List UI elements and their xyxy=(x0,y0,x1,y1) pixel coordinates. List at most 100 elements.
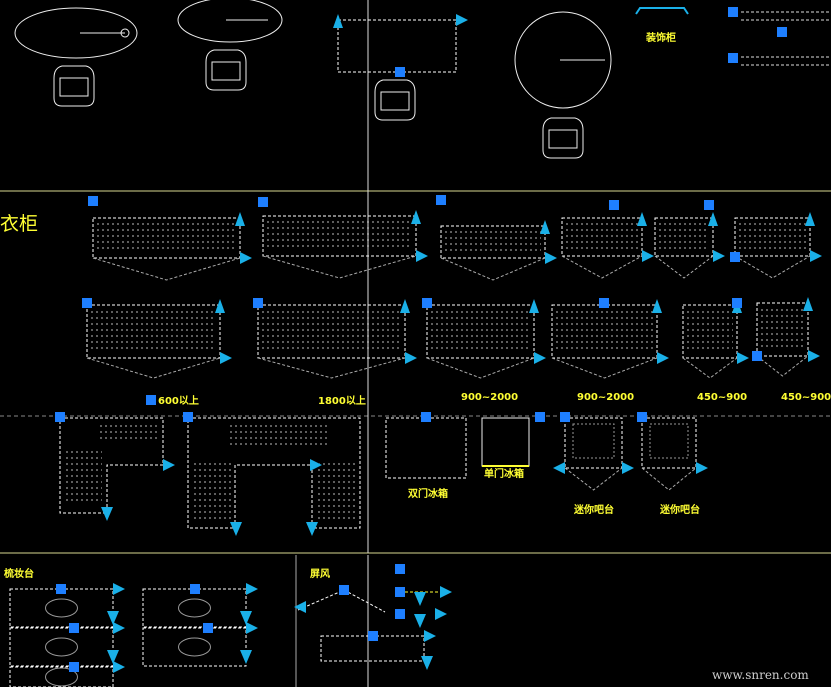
armchair-icon xyxy=(205,49,247,91)
grip-handle[interactable] xyxy=(253,298,263,308)
arrow-right-icon[interactable] xyxy=(163,459,175,471)
grip-handle[interactable] xyxy=(368,631,378,641)
grip-handle[interactable] xyxy=(732,298,742,308)
arrow-left-icon[interactable] xyxy=(553,462,565,474)
grip-handles[interactable] xyxy=(55,7,822,673)
grip-handle[interactable] xyxy=(183,412,193,422)
arrow-right-icon[interactable] xyxy=(220,352,232,364)
decor-cabinet-label: 装饰柜 xyxy=(645,31,676,44)
arrow-down-icon[interactable] xyxy=(107,611,119,625)
grip-handle[interactable] xyxy=(728,7,738,17)
arrow-up-icon[interactable] xyxy=(652,299,662,313)
arrow-down-icon[interactable] xyxy=(101,507,113,521)
arrow-right-icon[interactable] xyxy=(713,250,725,262)
arrow-up-icon[interactable] xyxy=(215,299,225,313)
arrow-up-icon[interactable] xyxy=(411,210,421,224)
grip-handle[interactable] xyxy=(56,584,66,594)
grip-handle[interactable] xyxy=(609,200,619,210)
grip-handle[interactable] xyxy=(339,585,349,595)
grip-handle[interactable] xyxy=(730,252,740,262)
arrow-right-icon[interactable] xyxy=(810,250,822,262)
grip-handle[interactable] xyxy=(704,200,714,210)
arrow-right-icon[interactable] xyxy=(440,586,452,598)
grip-handle[interactable] xyxy=(728,53,738,63)
arrow-right-icon[interactable] xyxy=(642,250,654,262)
grip-handle[interactable] xyxy=(421,412,431,422)
arrow-right-icon[interactable] xyxy=(456,14,468,26)
grip-handle[interactable] xyxy=(69,623,79,633)
arrow-up-icon[interactable] xyxy=(235,212,245,226)
arrow-right-icon[interactable] xyxy=(534,352,546,364)
armchair-icon xyxy=(542,117,584,159)
arrow-right-icon[interactable] xyxy=(246,583,258,595)
arrow-right-icon[interactable] xyxy=(657,352,669,364)
arrow-right-icon[interactable] xyxy=(310,459,322,471)
arrow-right-icon[interactable] xyxy=(240,252,252,264)
arrow-right-icon[interactable] xyxy=(416,250,428,262)
basin-icon xyxy=(45,637,78,657)
arrow-right-icon[interactable] xyxy=(808,350,820,362)
arrow-up-icon[interactable] xyxy=(637,212,647,226)
desk-outline xyxy=(337,19,457,73)
arrow-right-icon[interactable] xyxy=(545,252,557,264)
grip-handle[interactable] xyxy=(637,412,647,422)
arrow-right-icon[interactable] xyxy=(737,352,749,364)
grip-handle[interactable] xyxy=(422,298,432,308)
wardrobe-section-title: 衣柜 xyxy=(0,213,38,235)
grip-handle[interactable] xyxy=(146,395,156,405)
arrow-down-icon[interactable] xyxy=(421,656,433,670)
arrow-up-icon[interactable] xyxy=(803,297,813,311)
arrow-down-icon[interactable] xyxy=(107,650,119,664)
arrow-down-icon[interactable] xyxy=(240,611,252,625)
grip-handle[interactable] xyxy=(436,195,446,205)
arrow-right-icon[interactable] xyxy=(113,661,125,673)
basin-icon xyxy=(178,637,211,657)
grip-handle[interactable] xyxy=(752,351,762,361)
arrow-right-icon[interactable] xyxy=(113,622,125,634)
grip-handle[interactable] xyxy=(599,298,609,308)
arrow-right-icon[interactable] xyxy=(424,630,436,642)
grip-handle[interactable] xyxy=(69,662,79,672)
arrow-up-icon[interactable] xyxy=(708,212,718,226)
grip-handle[interactable] xyxy=(395,564,405,574)
grip-handle[interactable] xyxy=(395,609,405,619)
arrow-up-icon[interactable] xyxy=(805,212,815,226)
arrow-up-icon[interactable] xyxy=(333,14,343,28)
dim-label: 1800以上 xyxy=(318,394,366,407)
grip-handle[interactable] xyxy=(395,587,405,597)
grip-handle[interactable] xyxy=(777,27,787,37)
grip-handle[interactable] xyxy=(258,197,268,207)
arrow-down-icon[interactable] xyxy=(306,522,318,536)
arrow-left-icon[interactable] xyxy=(294,601,306,613)
arrow-right-icon[interactable] xyxy=(246,622,258,634)
arrow-up-icon[interactable] xyxy=(540,220,550,234)
arrow-right-icon[interactable] xyxy=(113,583,125,595)
arrow-right-icon[interactable] xyxy=(622,462,634,474)
grip-handle[interactable] xyxy=(190,584,200,594)
grip-handle[interactable] xyxy=(82,298,92,308)
grip-handle[interactable] xyxy=(560,412,570,422)
grip-handle[interactable] xyxy=(203,623,213,633)
door-swing xyxy=(86,357,221,379)
arrow-right-icon[interactable] xyxy=(696,462,708,474)
arrow-down-icon[interactable] xyxy=(414,592,426,606)
minibar-label: 迷你吧台 xyxy=(659,503,700,516)
fridge-double-label: 双门冰箱 xyxy=(408,487,448,500)
arrow-up-icon[interactable] xyxy=(529,299,539,313)
grip-handle[interactable] xyxy=(535,412,545,422)
wardrobe-outline xyxy=(86,304,221,359)
arrow-right-icon[interactable] xyxy=(405,352,417,364)
door-swing xyxy=(564,467,623,491)
door-swing xyxy=(654,255,714,279)
grip-handle[interactable] xyxy=(88,196,98,206)
arrow-down-icon[interactable] xyxy=(414,614,426,628)
arrow-right-icon[interactable] xyxy=(435,608,447,620)
arrow-up-icon[interactable] xyxy=(400,299,410,313)
arrow-down-icon[interactable] xyxy=(230,522,242,536)
arrow-down-icon[interactable] xyxy=(240,650,252,664)
grip-handle[interactable] xyxy=(55,412,65,422)
dim-label: 900~2000 xyxy=(577,392,634,403)
grip-handle[interactable] xyxy=(395,67,405,77)
